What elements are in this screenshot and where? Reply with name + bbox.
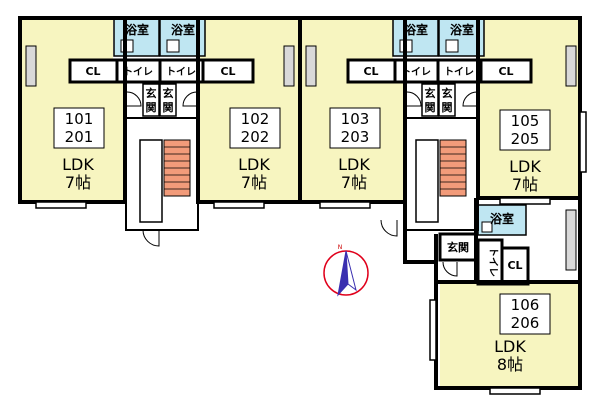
bath-label-105: 浴室: [450, 22, 474, 37]
entrance-label-103a: 玄: [425, 86, 436, 100]
stairs-left: [125, 117, 199, 231]
room-number-201: 201: [65, 128, 94, 146]
entrance-103: [421, 83, 439, 117]
counters: [25, 45, 577, 271]
toilet-label-102: トイレ: [166, 66, 196, 78]
closet-label-106: CL: [507, 259, 522, 272]
room-number-202: 202: [241, 128, 270, 146]
entrances: [142, 83, 456, 117]
room-number-105: 105: [511, 112, 540, 130]
entrance-label-102a: 玄: [163, 86, 174, 100]
room-number-102: 102: [241, 110, 270, 128]
entrance-label-106: 玄関: [447, 240, 469, 254]
toilet-label-105: トイレ: [444, 66, 474, 78]
closet-102: [201, 58, 255, 84]
entrance-106: [438, 232, 478, 262]
ldk-size-103: 7帖: [341, 173, 367, 192]
ldk-label-106: LDK: [494, 337, 526, 356]
closet-label-102: CL: [220, 65, 235, 78]
closet-label-101: CL: [85, 65, 100, 78]
entrance-105: [438, 83, 456, 117]
toilet-label-103: トイレ: [401, 66, 431, 78]
entrance-label-105b: 関: [442, 101, 453, 114]
bath-label-106: 浴室: [490, 211, 514, 226]
entrance-label-105a: 玄: [442, 86, 453, 100]
room-number-205: 205: [511, 130, 540, 148]
entrance-102: [159, 83, 177, 117]
closet-105: [479, 58, 533, 84]
bath-label-102: 浴室: [171, 22, 195, 37]
ldk-size-102: 7帖: [241, 173, 267, 192]
closet-106: [500, 246, 530, 286]
room-number-203: 203: [341, 128, 370, 146]
ldk-label-103: LDK: [338, 155, 370, 174]
ldk-label-101: LDK: [62, 155, 94, 174]
closet-label-105: CL: [498, 65, 513, 78]
room-number-boxes: [53, 107, 551, 335]
bath-label-103: 浴室: [404, 22, 428, 37]
entrance-label-101b: 関: [146, 101, 157, 114]
bath-label-101: 浴室: [125, 22, 149, 37]
ldk-size-105: 7帖: [512, 175, 538, 194]
north-compass: N: [323, 244, 369, 297]
closet-label-103: CL: [363, 65, 378, 78]
ldk-size-101: 7帖: [65, 173, 91, 192]
room-number-101: 101: [65, 110, 94, 128]
ldk-size-106: 8帖: [497, 355, 523, 374]
room-number-206: 206: [511, 314, 540, 332]
toilet-label-106: トイレ: [487, 247, 499, 277]
entrance-101: [142, 83, 160, 117]
room-number-106: 106: [511, 296, 540, 314]
entrance-label-102b: 関: [163, 101, 174, 114]
room-number-103: 103: [341, 110, 370, 128]
doors: [126, 91, 478, 277]
entrance-label-101a: 玄: [146, 86, 157, 100]
ldk-label-102: LDK: [238, 155, 270, 174]
compass-north-label: N: [338, 244, 343, 251]
bath-103: [392, 17, 439, 57]
toilet-label-101: トイレ: [123, 66, 153, 78]
entrance-label-103b: 関: [425, 101, 436, 114]
windows: [35, 111, 587, 395]
stairs-right: [405, 117, 479, 231]
ldk-label-105: LDK: [509, 157, 541, 176]
